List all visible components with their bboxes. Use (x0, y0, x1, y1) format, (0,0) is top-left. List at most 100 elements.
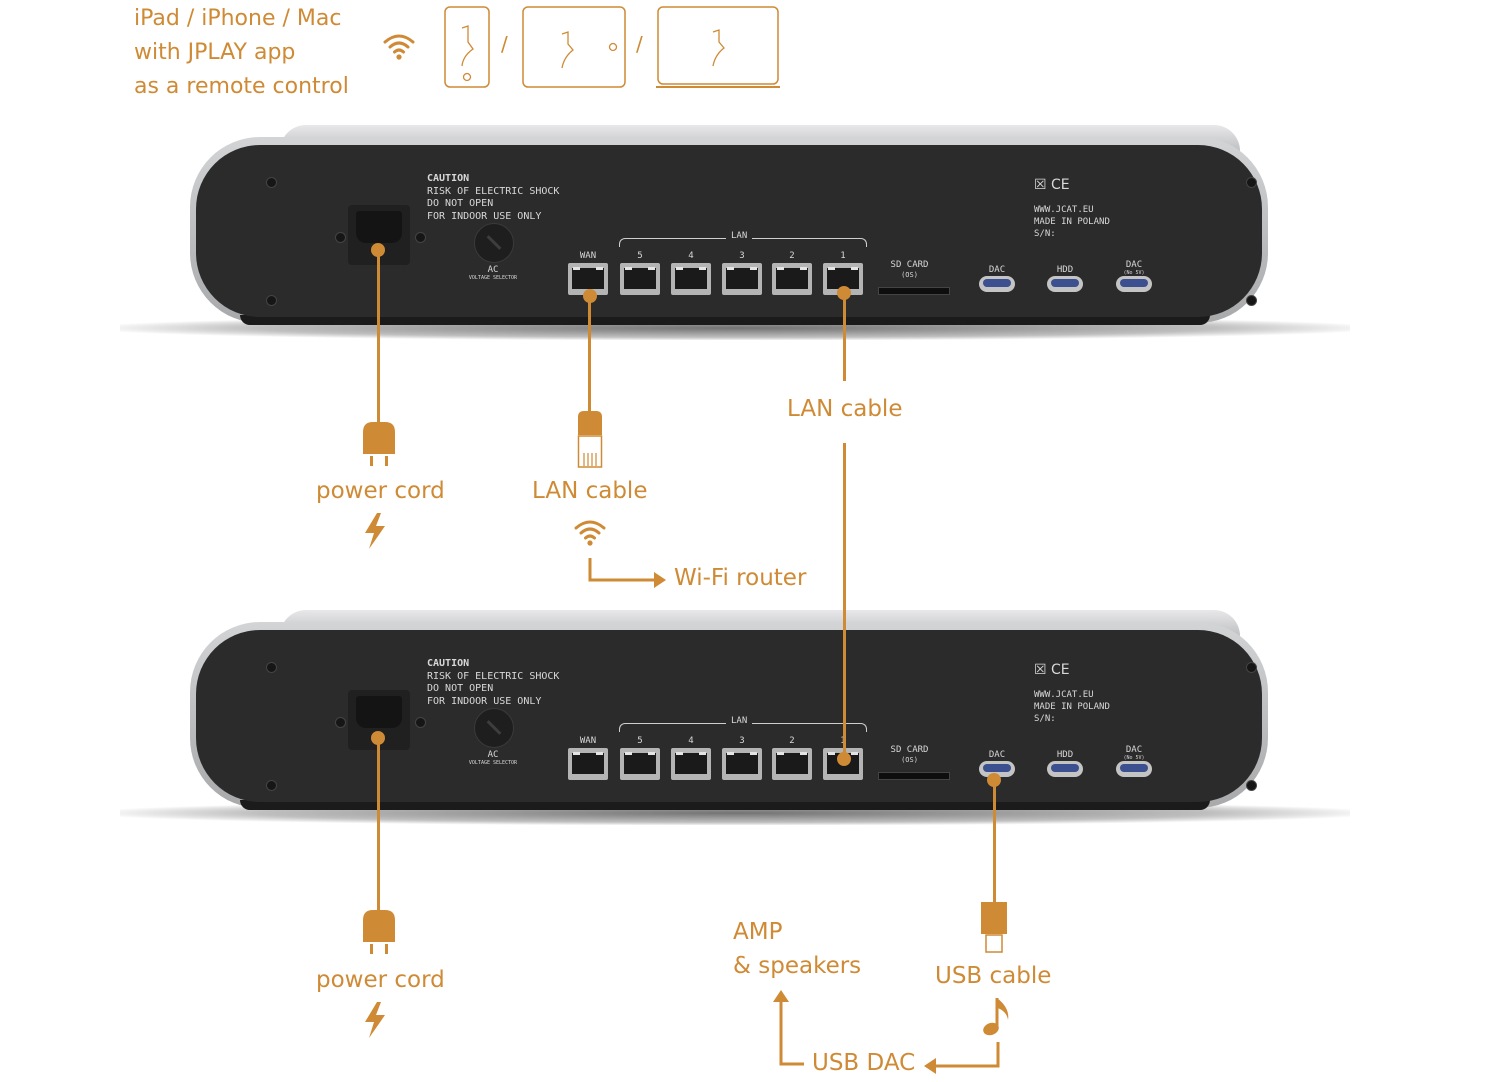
usb-port-hdd[interactable] (1047, 276, 1083, 292)
caption-line-3: as a remote control (134, 74, 349, 99)
power-cable-line (377, 250, 380, 425)
port-label-1: 1 (840, 251, 846, 261)
caution-line: RISK OF ELECTRIC SHOCK (427, 670, 560, 682)
voltage-selector[interactable] (474, 708, 514, 748)
screw (415, 717, 426, 728)
ethernet-plug-icon (577, 411, 603, 468)
amp-label: AMP (733, 919, 783, 945)
lightning-icon (365, 513, 385, 549)
port-label-wan: WAN (579, 251, 597, 261)
sd-card-slot[interactable] (878, 287, 950, 295)
sd-card-label: SD CARD(OS) (890, 745, 929, 764)
usb-label-hdd: HDD (1056, 265, 1074, 275)
usb-port-dac-no5v[interactable] (1116, 761, 1152, 777)
lan-port-2[interactable] (772, 748, 812, 780)
usb-port-dac[interactable] (979, 761, 1015, 777)
lan-port-2[interactable] (772, 263, 812, 295)
lightning-icon (365, 1002, 385, 1038)
screw (266, 295, 277, 306)
power-plug-icon (363, 910, 395, 954)
power-plug-icon (363, 422, 395, 466)
wifi-icon (574, 520, 606, 546)
port-label-1: 1 (823, 736, 863, 746)
lan-port-3[interactable] (722, 263, 762, 295)
caution-line: DO NOT OPEN (427, 683, 494, 694)
lan-cable-label: LAN cable (532, 478, 648, 504)
lan-port-3[interactable] (722, 748, 762, 780)
port-label-2: 2 (789, 251, 795, 261)
port-label-5: 5 (637, 736, 643, 746)
lan-port-4[interactable] (671, 748, 711, 780)
port-label-2: 2 (789, 736, 795, 746)
lan-link-line (843, 443, 846, 759)
screw (266, 780, 277, 791)
device-base (240, 800, 1210, 810)
device-info: WWW.JCAT.EU MADE IN POLAND S/N: (1034, 204, 1110, 240)
usb-label-dac-no5v: DAC(No 5V) (1123, 260, 1145, 276)
lan-cable-line (588, 296, 591, 414)
streamer-unit-bottom: CAUTION RISK OF ELECTRIC SHOCK DO NOT OP… (120, 610, 1350, 825)
certification-marks: ☒ CE (1034, 177, 1070, 193)
device-base (240, 315, 1210, 325)
lan-port-5[interactable] (620, 263, 660, 295)
screw (1246, 662, 1257, 673)
screw (1246, 295, 1257, 306)
caution-line: DO NOT OPEN (427, 198, 494, 209)
screw (266, 177, 277, 188)
lan-group-label: LAN (726, 716, 753, 726)
screw (266, 662, 277, 673)
caution-line: FOR INDOOR USE ONLY (427, 695, 542, 707)
usb-plug-icon (981, 902, 1007, 953)
lan-port-5[interactable] (620, 748, 660, 780)
caution-title: CAUTION (427, 658, 470, 669)
origin-text: MADE IN POLAND (1034, 702, 1110, 712)
lan-link-label: LAN cable (787, 396, 903, 422)
lan-port-1[interactable] (823, 263, 863, 295)
port-label-wan: WAN (579, 736, 597, 746)
wan-port[interactable] (568, 748, 608, 780)
usb-port-dac-no5v[interactable] (1116, 276, 1152, 292)
screw (335, 232, 346, 243)
port-label-3: 3 (739, 736, 745, 746)
connection-dot (837, 752, 851, 766)
serial-text: S/N: (1034, 714, 1056, 724)
remote-control-caption: iPad / iPhone / Mac with JPLAY app as a … (134, 2, 349, 104)
laptop-icon (656, 6, 780, 88)
music-note-icon (983, 998, 1009, 1036)
lan-port-4[interactable] (671, 263, 711, 295)
voltage-selector[interactable] (474, 223, 514, 263)
usb-port-dac[interactable] (979, 276, 1015, 292)
usb-port-hdd[interactable] (1047, 761, 1083, 777)
screw (1246, 780, 1257, 791)
usb-label-dac: DAC (988, 750, 1006, 760)
lan-group-label: LAN (726, 231, 753, 241)
phone-icon (444, 6, 490, 88)
arrow-left-icon (924, 1042, 1000, 1074)
usb-label-dac: DAC (988, 265, 1006, 275)
sd-card-label: SD CARD(OS) (890, 260, 929, 279)
caution-text: CAUTION RISK OF ELECTRIC SHOCK DO NOT OP… (427, 658, 559, 708)
wifi-router-label: Wi-Fi router (674, 565, 807, 591)
screw (415, 232, 426, 243)
device-info: WWW.JCAT.EU MADE IN POLAND S/N: (1034, 689, 1110, 725)
power-cord-label: power cord (316, 967, 445, 993)
power-cable-line (377, 738, 380, 913)
serial-text: S/N: (1034, 229, 1056, 239)
caution-text: CAUTION RISK OF ELECTRIC SHOCK DO NOT OP… (427, 173, 559, 223)
port-label-4: 4 (688, 736, 694, 746)
caption-line-2: with JPLAY app (134, 40, 296, 65)
screw (1246, 177, 1257, 188)
tablet-icon (522, 6, 626, 88)
port-label-4: 4 (688, 251, 694, 261)
usb-cable-line (993, 780, 996, 904)
usb-label-hdd: HDD (1056, 750, 1074, 760)
sd-card-slot[interactable] (878, 772, 950, 780)
arrow-right-icon (588, 558, 666, 588)
caution-line: FOR INDOOR USE ONLY (427, 210, 542, 222)
origin-text: MADE IN POLAND (1034, 217, 1110, 227)
website-text: WWW.JCAT.EU (1034, 690, 1094, 700)
separator: / (501, 32, 508, 56)
port-label-5: 5 (637, 251, 643, 261)
